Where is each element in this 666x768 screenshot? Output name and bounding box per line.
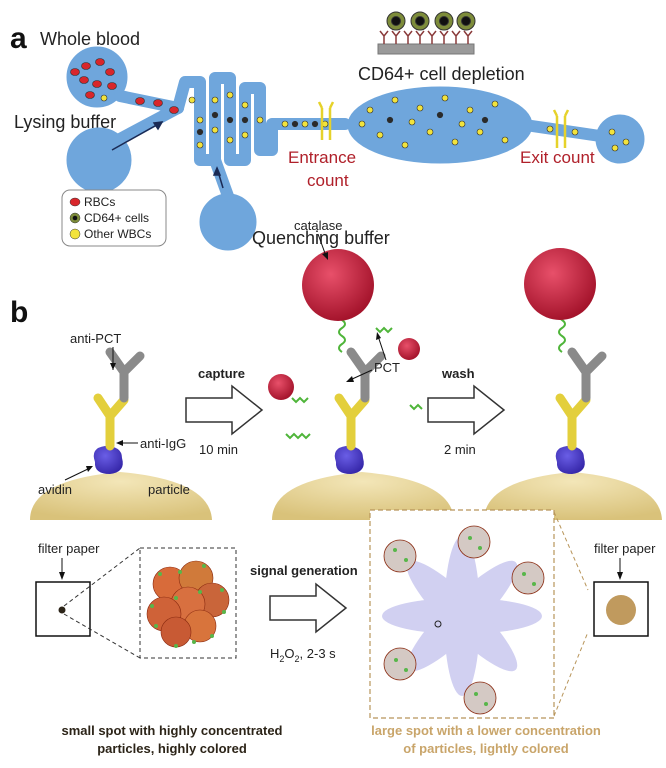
- small-spot-caption-line2: particles, highly colored: [97, 741, 247, 756]
- large-spot-caption-line1: large spot with a lower concentration: [371, 723, 601, 738]
- signal-arrow: [269, 582, 348, 634]
- catalase-molecule: [302, 249, 374, 321]
- anti-igg-label: anti-IgG: [140, 436, 186, 451]
- legend-wbc-swatch: [69, 228, 81, 240]
- antibody-construct-2: [302, 249, 386, 474]
- antibody-construct-3: [524, 248, 607, 474]
- large-spot-caption-line2: of particles, lightly colored: [403, 741, 568, 756]
- reagent-label: H2O2, 2-3 s: [270, 646, 336, 664]
- panel-b-label: b: [10, 296, 28, 329]
- panel-a-label: a: [10, 22, 27, 55]
- legend-cd64-label: CD64+ cells: [84, 211, 149, 225]
- entrance-count-line1: Entrance: [288, 148, 356, 167]
- wash-label: wash: [441, 366, 475, 381]
- large-spot: [606, 595, 636, 625]
- dispersed-particle-pattern: [382, 525, 545, 715]
- small-spot-caption-line1: small spot with highly concentrated: [61, 723, 282, 738]
- particle-surface-3: [484, 472, 662, 520]
- capture-surface-icon: [377, 11, 476, 55]
- blood-inlet-channel: [114, 90, 184, 114]
- capture-label: capture: [198, 366, 245, 381]
- quench-inlet-channel: [209, 154, 234, 202]
- cd64-cells: [196, 111, 489, 136]
- legend-rbc-label: RBCs: [84, 195, 115, 209]
- lysing-inlet-channel: [112, 102, 184, 146]
- entrance-count-line2: count: [307, 171, 349, 190]
- signal-generation-label: signal generation: [250, 563, 358, 578]
- free-pct-3: [375, 326, 393, 334]
- capture-time-label: 10 min: [199, 442, 238, 457]
- quenching-buffer-label: Quenching buffer: [252, 228, 390, 248]
- lysing-buffer-label: Lysing buffer: [14, 112, 116, 132]
- cells: [70, 58, 630, 152]
- particle-label: particle: [148, 482, 190, 497]
- avidin-label: avidin: [38, 482, 72, 497]
- anti-igg-shape: [93, 393, 129, 451]
- free-pct-1: [291, 396, 309, 404]
- flow-arrows: [111, 121, 224, 189]
- catalase-label: catalase: [294, 218, 342, 233]
- quenching-buffer-reservoir: [199, 193, 257, 251]
- legend-wbc-label: Other WBCs: [84, 227, 151, 241]
- legend: RBCs CD64+ cells Other WBCs: [61, 189, 167, 247]
- free-pct-4: [409, 403, 423, 411]
- filter-paper-label-right: filter paper: [594, 541, 656, 556]
- panel-b: b anti-PCT anti-IgG avidin particle capt…: [10, 218, 662, 756]
- filter-paper-right: [593, 581, 649, 637]
- particle-cluster-dense: [146, 560, 230, 648]
- free-pct-2: [285, 432, 311, 440]
- depletion-label: CD64+ cell depletion: [358, 64, 525, 84]
- filter-paper-label-left: filter paper: [38, 541, 100, 556]
- anti-pct-label: anti-PCT: [70, 331, 121, 346]
- whole-blood-reservoir: [66, 46, 128, 108]
- particle-surface-2: [272, 472, 454, 520]
- wbc-cells: [100, 91, 630, 152]
- capture-arrow: [185, 384, 264, 436]
- pct-label: PCT: [374, 360, 400, 375]
- anti-pct-shape: [105, 347, 145, 403]
- depletion-chamber: [347, 86, 533, 164]
- avidin-shape: [93, 446, 123, 474]
- legend-rbc-swatch: [69, 197, 81, 207]
- mixing-serpentine: [172, 72, 351, 166]
- wash-time-label: 2 min: [444, 442, 476, 457]
- rbc-cells: [70, 58, 179, 114]
- antibody-construct-1: [93, 347, 145, 474]
- free-catalase-1: [268, 374, 294, 400]
- wash-arrow: [427, 384, 506, 436]
- microfluidic-channel: [66, 46, 645, 251]
- particle-surface-1: [30, 472, 212, 520]
- exit-count-label: Exit count: [520, 148, 595, 167]
- panel-a: a Whole blood Lysing buffer: [10, 11, 645, 251]
- legend-cd64-swatch: [72, 215, 78, 221]
- free-catalase-2: [398, 338, 420, 360]
- entrance-counter: [317, 101, 335, 140]
- small-spot: [58, 606, 66, 614]
- whole-blood-label: Whole blood: [40, 29, 140, 49]
- exit-counter: [552, 109, 570, 148]
